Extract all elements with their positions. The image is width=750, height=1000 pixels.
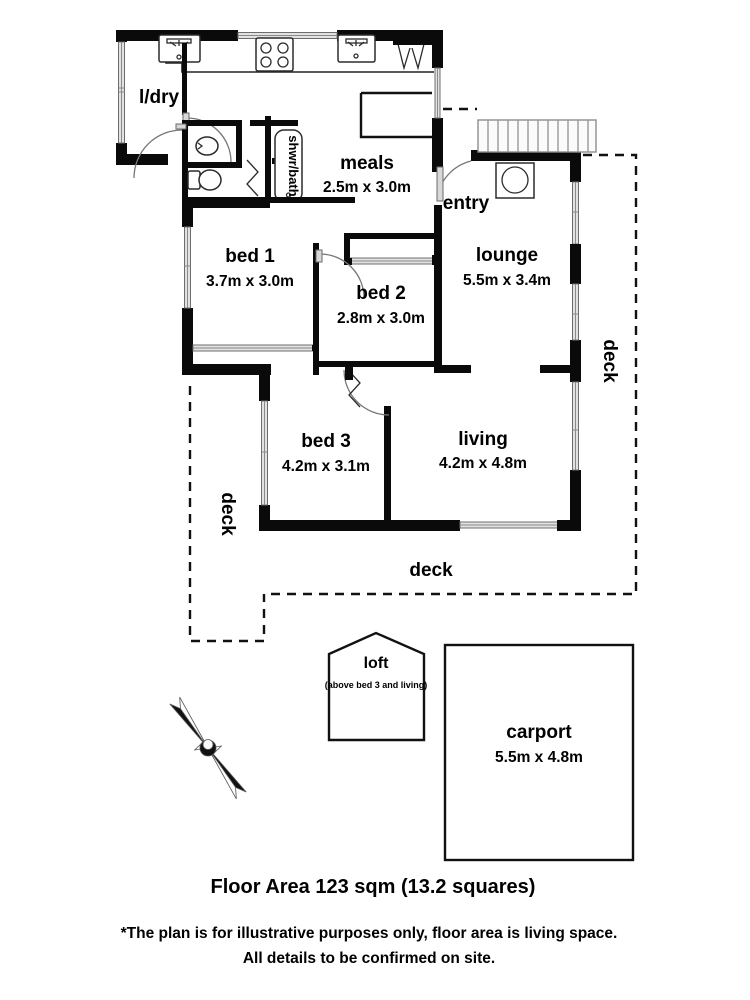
window-lounge-east-lower — [572, 283, 579, 341]
toilet-icon — [187, 169, 222, 191]
heater-icon — [495, 162, 535, 199]
laundry-sink-icon — [158, 34, 201, 63]
robe-bed2 — [349, 257, 436, 265]
deck-label-south: deck — [409, 560, 453, 581]
loft-note: (above bed 3 and living) — [325, 680, 428, 690]
window-ldry-west — [118, 41, 125, 144]
pantry-doors — [393, 41, 433, 71]
shower-bath-fixture — [274, 129, 303, 203]
deck-labels: deck deck deck — [217, 339, 620, 581]
disclaimer-line-2: All details to be confirmed on site. — [243, 950, 495, 967]
staircase — [477, 119, 597, 153]
carport-shape: carport 5.5m x 4.8m — [443, 643, 635, 862]
house-walls — [116, 30, 597, 531]
loft-label: loft — [364, 655, 390, 672]
cooktop-icon — [255, 37, 294, 72]
footer-text: Floor Area 123 sqm (13.2 squares) *The p… — [121, 876, 618, 967]
door-bed3 — [343, 366, 390, 416]
window-living-east — [572, 381, 579, 471]
door-wc — [133, 123, 187, 179]
carport-label: carport — [506, 722, 572, 743]
robe-bed1 — [192, 344, 316, 352]
door-bathroom — [246, 159, 259, 197]
window-meals-east — [434, 67, 441, 119]
floor-area-title: Floor Area 123 sqm (13.2 squares) — [211, 876, 536, 898]
disclaimer-line-1: *The plan is for illustrative purposes o… — [121, 925, 618, 942]
sliding-door-living-south — [459, 521, 563, 529]
kitchen-sink-icon — [337, 34, 376, 63]
carport-dim: 5.5m x 4.8m — [495, 749, 583, 766]
loft-shape: loft (above bed 3 and living) — [325, 631, 428, 742]
window-bed3-west — [261, 400, 268, 506]
meals-bench — [359, 91, 432, 139]
door-entry — [436, 160, 472, 202]
window-bed1-west — [184, 226, 191, 309]
deck-label-west: deck — [217, 492, 238, 536]
basin-icon — [195, 136, 219, 156]
deck-label-east: deck — [599, 339, 620, 383]
door-bed2 — [315, 249, 365, 299]
window-lounge-east-upper — [572, 181, 579, 245]
compass-rose-icon — [169, 696, 247, 800]
